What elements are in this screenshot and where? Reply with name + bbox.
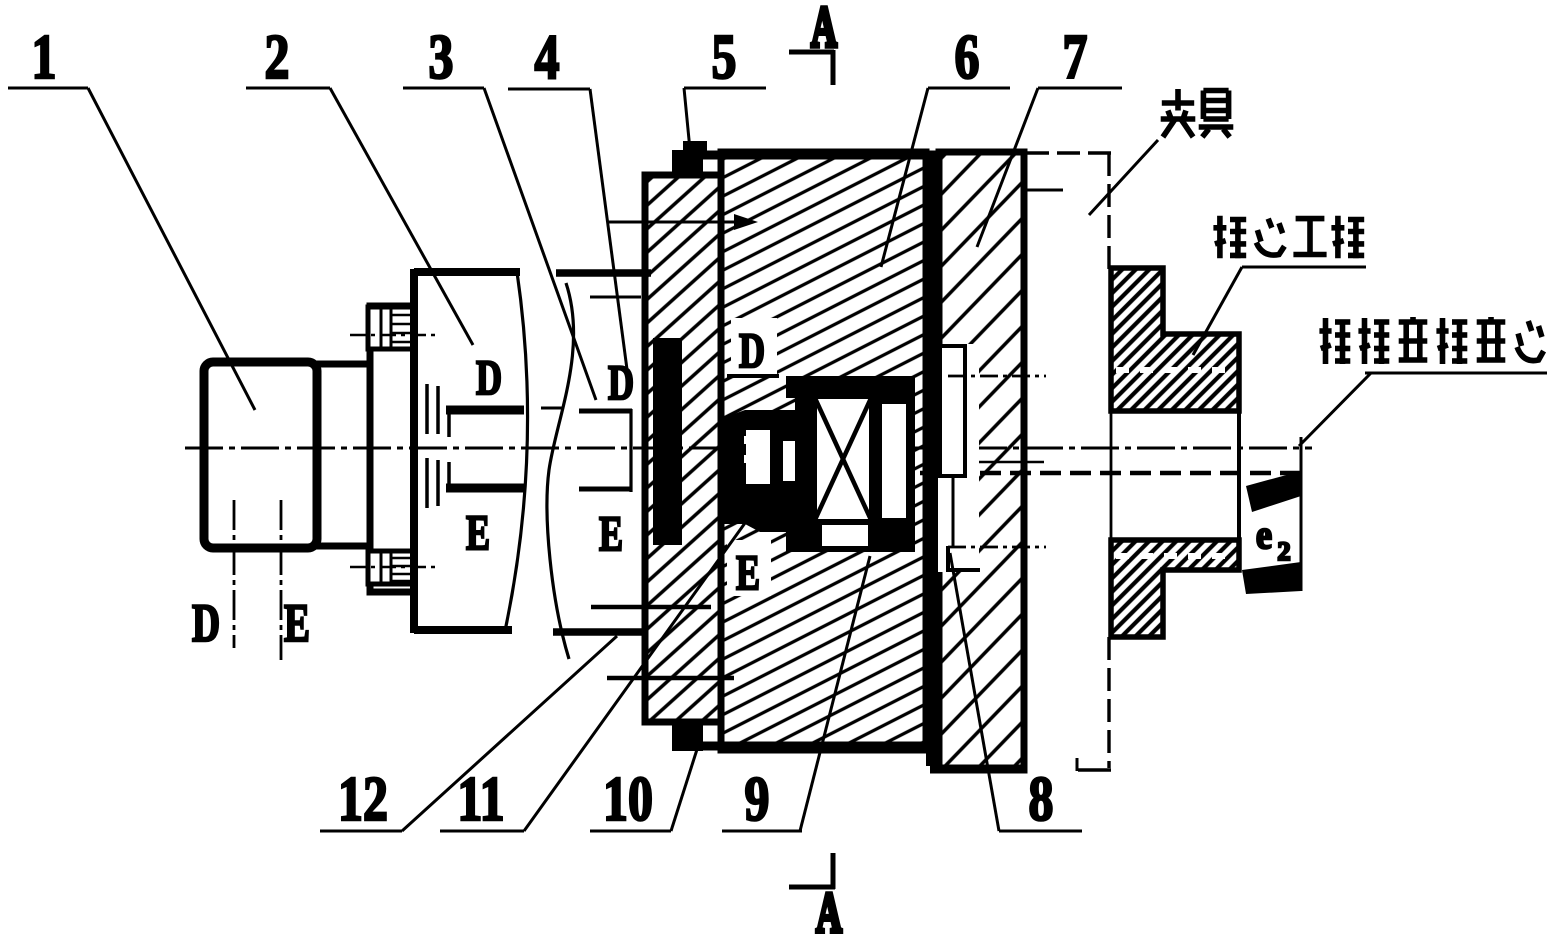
- svg-text:1: 1: [32, 22, 57, 92]
- svg-text:2: 2: [265, 22, 290, 92]
- svg-text:10: 10: [603, 764, 653, 834]
- svg-text:11: 11: [457, 764, 504, 834]
- svg-text:E: E: [466, 505, 490, 560]
- svg-text:5: 5: [712, 22, 737, 92]
- svg-text:9: 9: [745, 764, 770, 834]
- svg-text:e: e: [1256, 513, 1272, 557]
- svg-text:D: D: [739, 323, 765, 378]
- svg-text:E: E: [599, 506, 623, 561]
- svg-text:2: 2: [1278, 537, 1291, 566]
- svg-text:3: 3: [429, 22, 454, 92]
- svg-text:D: D: [608, 355, 634, 410]
- svg-text:4: 4: [535, 22, 560, 92]
- svg-text:6: 6: [955, 22, 980, 92]
- svg-text:12: 12: [338, 764, 388, 834]
- svg-text:8: 8: [1029, 764, 1054, 834]
- svg-text:E: E: [736, 545, 760, 600]
- svg-text:D: D: [476, 350, 502, 405]
- svg-text:A: A: [816, 882, 842, 934]
- svg-text:D: D: [192, 594, 220, 654]
- svg-text:7: 7: [1063, 22, 1088, 92]
- svg-text:E: E: [284, 594, 310, 654]
